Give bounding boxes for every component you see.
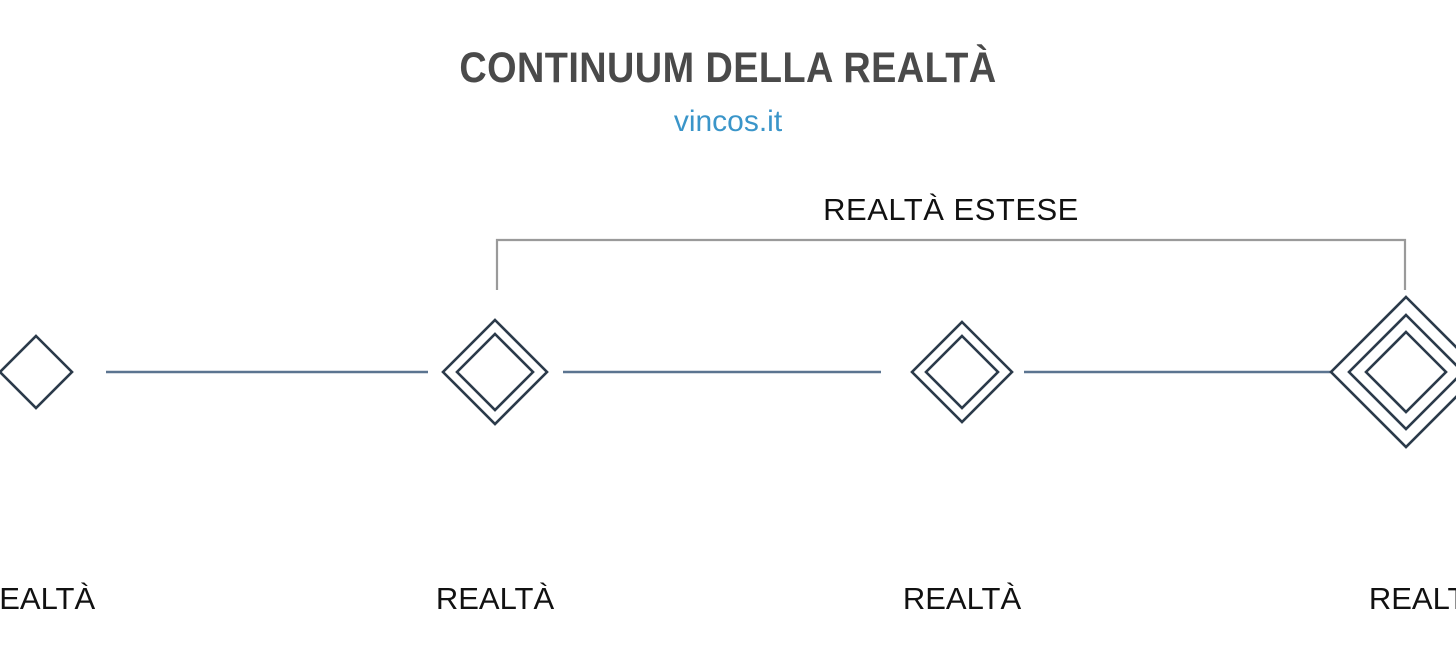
node-label-realta-mista: REALTÀ MISTA [832,466,1092,655]
node-realta-aumentata-diamond-icon [441,318,549,426]
node-label-realta-virtuale-line1: REALTÀ [1368,581,1456,616]
node-label-realta-aumentata-line1: REALTÀ [435,581,555,616]
node-realta-diamond-icon [0,334,74,410]
node-label-realta: REALTÀ [0,466,118,655]
node-realta-mista-diamond-icon [910,320,1014,424]
node-realta-virtuale-diamond-icon [1329,295,1456,449]
node-label-realta-line1: REALTÀ [0,581,96,616]
group-bracket [495,238,1407,290]
page-title: CONTINUUM DELLA REALTÀ [459,44,997,92]
node-label-realta-mista-line1: REALTÀ [902,581,1022,616]
group-bracket-label: REALTÀ ESTESE [823,192,1079,227]
node-label-realta-aumentata: REALTÀ AUMENTATA [345,466,645,655]
source-attribution: vincos.it [673,105,783,138]
node-label-realta-virtuale: REALTÀ VIRTUALE [1288,466,1456,655]
